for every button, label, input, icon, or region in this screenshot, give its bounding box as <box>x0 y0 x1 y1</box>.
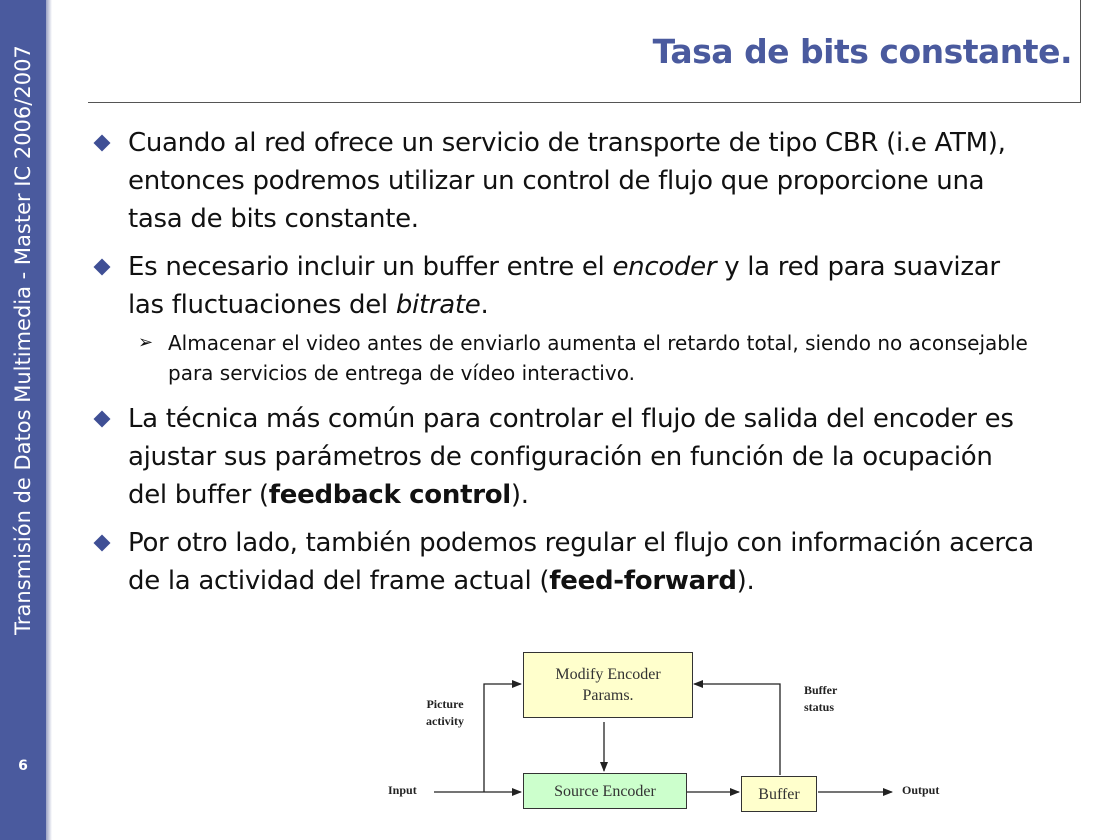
bullet-text: y la red para suavizar las fluctuaciones… <box>128 252 1000 320</box>
buffer-status-label: Buffer status <box>804 682 837 716</box>
bullet-text: bitrate <box>395 290 481 320</box>
bullet-text: . <box>480 290 489 320</box>
bullet-text: Por otro lado, también podemos regular e… <box>128 528 1034 596</box>
page-number: 6 <box>18 758 28 774</box>
source-encoder-box: Source Encoder <box>523 773 687 809</box>
arrow-bullet-icon: ➢ <box>138 332 154 353</box>
buffer-label: Buffer <box>804 683 838 697</box>
modify-encoder-params-box: Modify Encoder Params. <box>523 652 693 718</box>
bullet-text: feedback control <box>268 480 511 510</box>
bullet-text: Cuando al red ofrece un servicio de tran… <box>128 128 1006 234</box>
bullet-item: Por otro lado, también podemos regular e… <box>93 524 1034 600</box>
bullet-text: La técnica más común para controlar el f… <box>128 404 1014 510</box>
title-divider-vertical <box>1080 0 1081 103</box>
activity-label: activity <box>426 714 464 728</box>
diamond-bullet-icon <box>93 534 111 552</box>
course-label: Transmisión de Datos Multimedia - Master… <box>11 45 35 635</box>
bullet-text: Almacenar el video antes de enviarlo aum… <box>168 331 1028 385</box>
modify-box-line2: Params. <box>582 687 634 704</box>
bullet-text: feed-forward <box>549 566 737 596</box>
diagram-connectors <box>434 680 893 796</box>
picture-activity-label: Picture activity <box>426 696 464 730</box>
diamond-bullet-icon <box>93 410 111 428</box>
status-label: status <box>804 700 835 714</box>
feedforward-arrow <box>483 680 522 792</box>
bullet-list: Cuando al red ofrece un servicio de tran… <box>93 124 1034 610</box>
input-label: Input <box>388 783 417 797</box>
bullet-item: Cuando al red ofrece un servicio de tran… <box>93 124 1034 238</box>
slide-title: Tasa de bits constante. <box>652 32 1073 71</box>
sidebar-band <box>0 0 46 840</box>
bullet-item: Es necesario incluir un buffer entre el … <box>93 248 1034 324</box>
sidebar-shade <box>46 0 52 840</box>
output-label: Output <box>902 783 940 797</box>
diamond-bullet-icon <box>93 258 111 276</box>
bullet-text: Es necesario incluir un buffer entre el <box>128 252 613 282</box>
sub-bullet-item: ➢ Almacenar el video antes de enviarlo au… <box>94 328 1034 388</box>
bullet-text: ). <box>510 480 529 510</box>
bullet-text: ). <box>736 566 755 596</box>
bullet-item: La técnica más común para controlar el f… <box>93 400 1034 514</box>
flow-diagram: Modify Encoder Params. Source Encoder Bu… <box>380 648 980 838</box>
title-divider <box>88 102 1081 103</box>
bullet-text: encoder <box>612 252 717 282</box>
diamond-bullet-icon <box>93 134 111 152</box>
picture-label: Picture <box>426 697 464 711</box>
feedback-arrow <box>693 680 781 775</box>
buffer-box: Buffer <box>741 776 817 812</box>
modify-box-line1: Modify Encoder <box>555 666 661 683</box>
